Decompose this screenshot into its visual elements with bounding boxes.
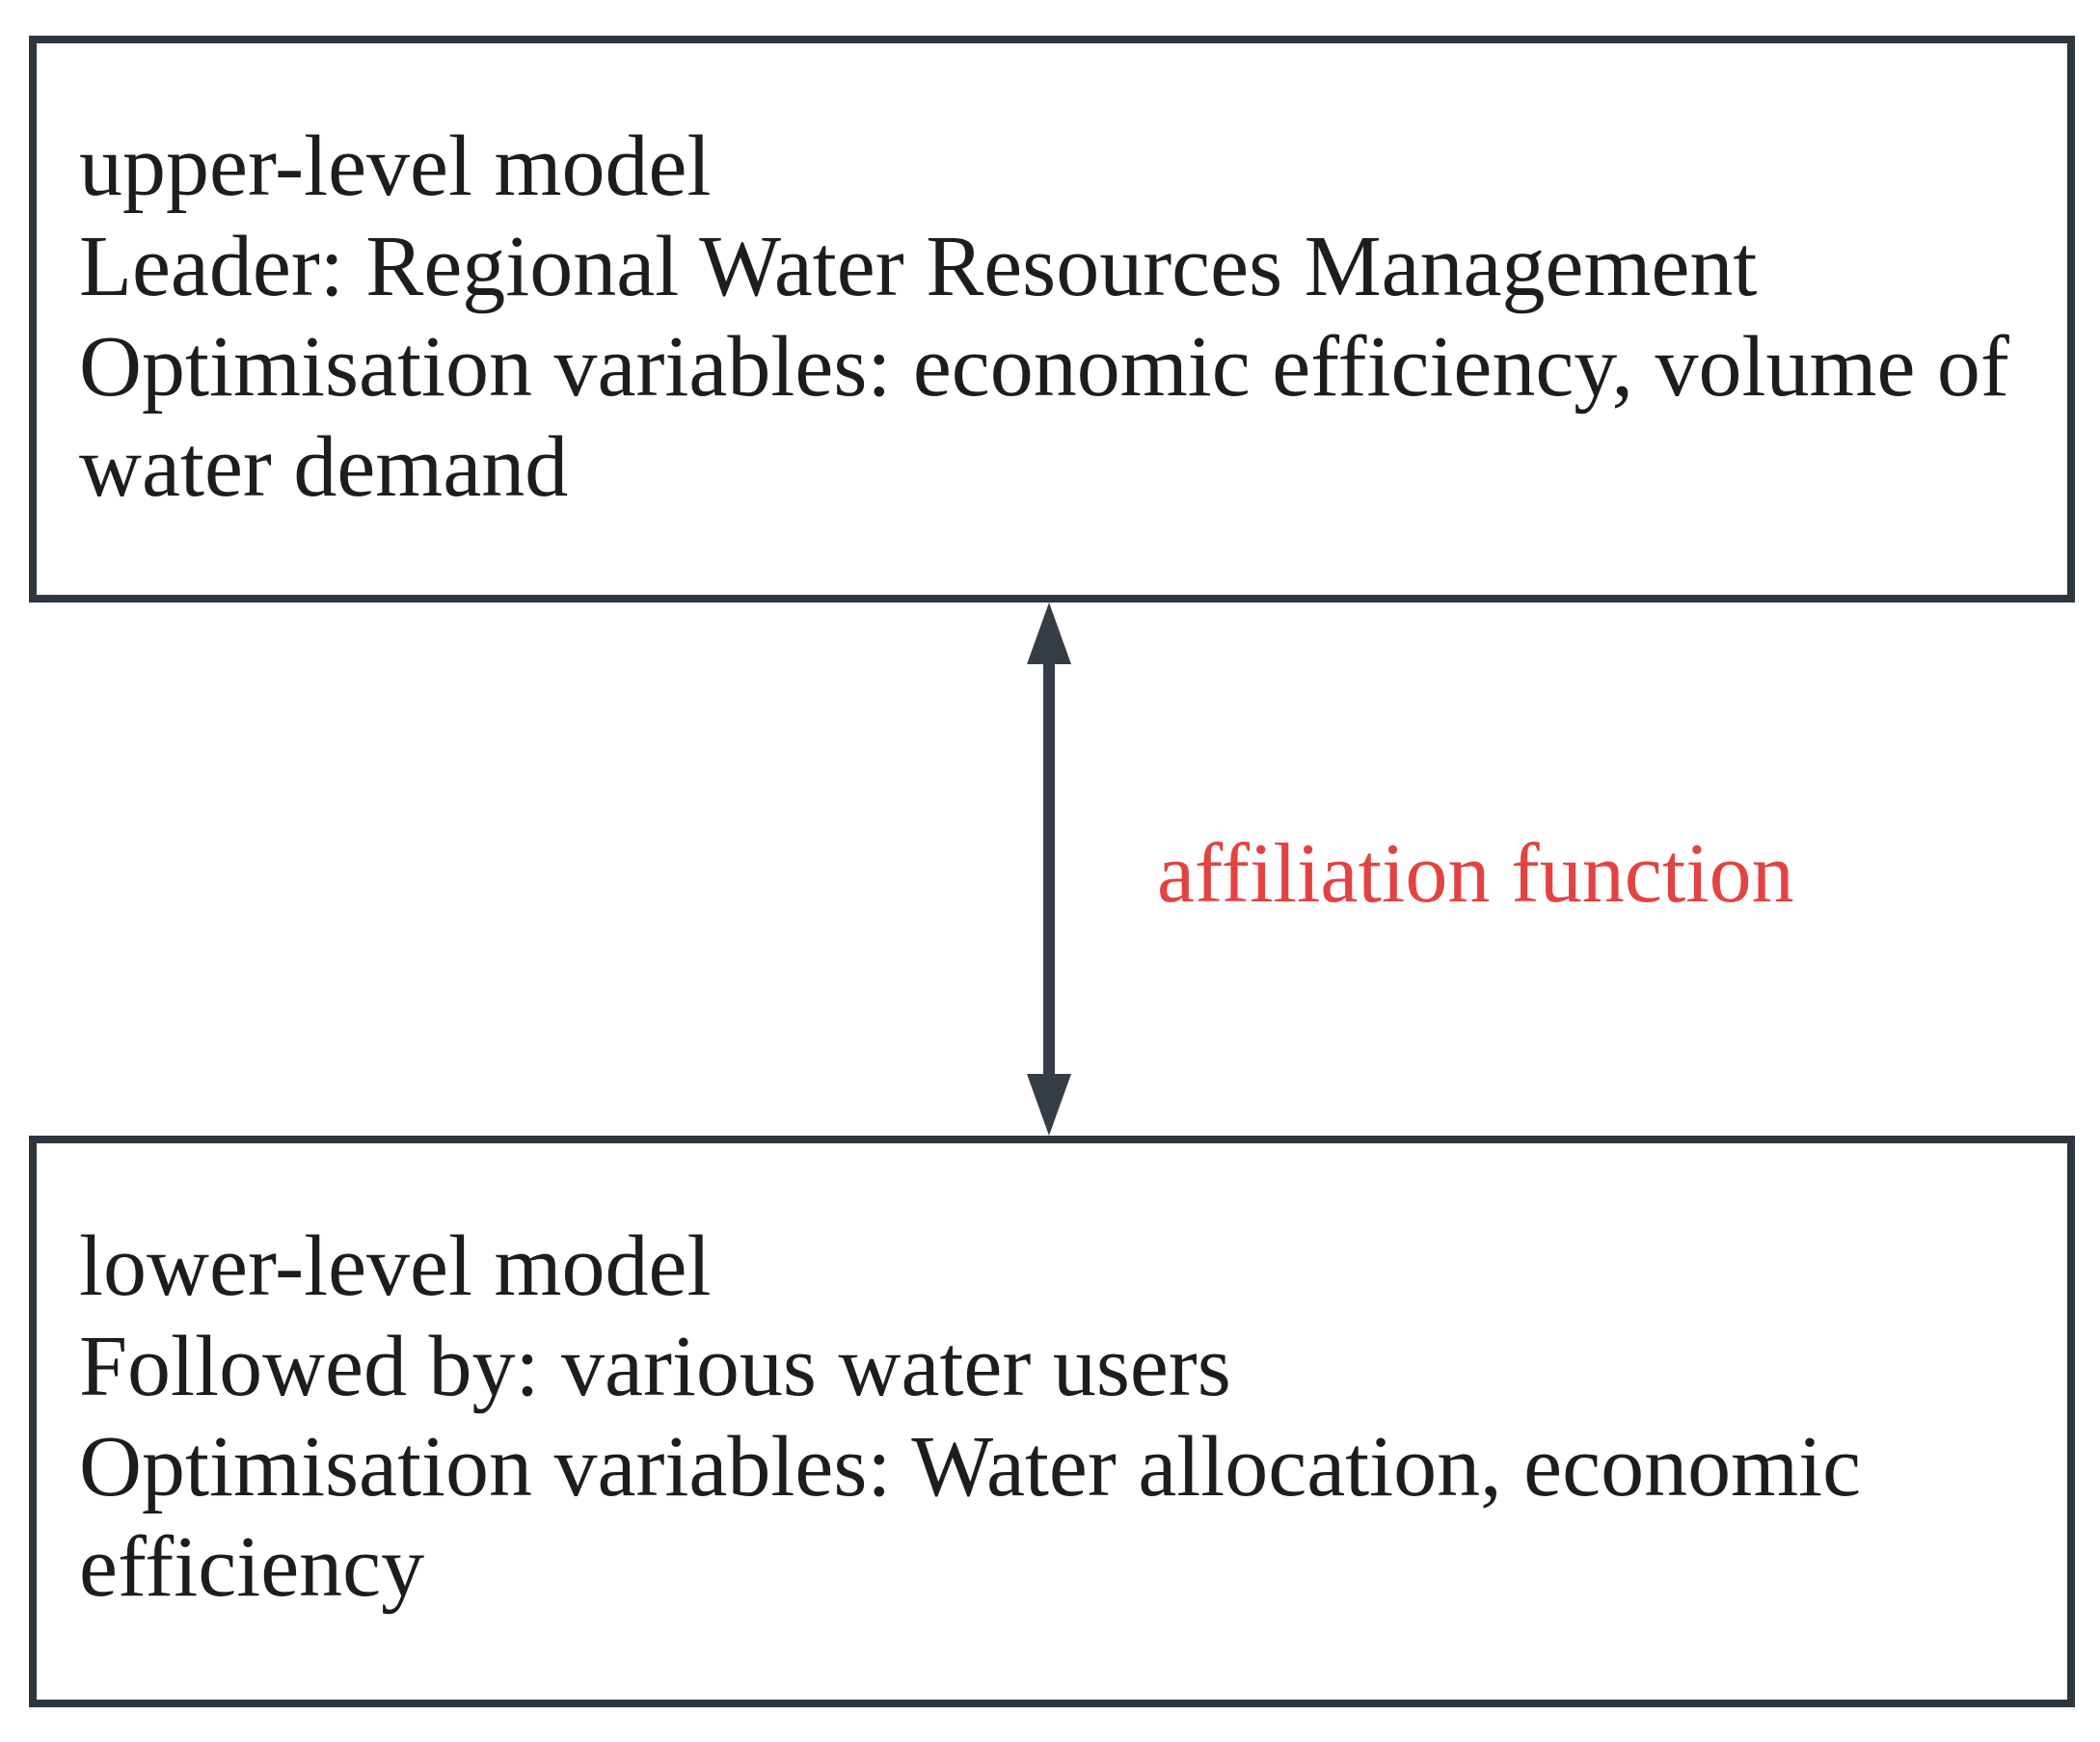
lower-box-variables-wrap-line: efficiency — [79, 1519, 425, 1615]
arrow-shaft — [1043, 653, 1055, 1085]
lower-box-variables-line: Optimisation variables: Water allocation… — [79, 1419, 1862, 1514]
upper-box-leader-line: Leader: Regional Water Resources Managem… — [79, 219, 1758, 314]
lower-level-model-box: lower-level model Followed by: various w… — [29, 1136, 2075, 1707]
lower-box-title-line: lower-level model — [79, 1219, 712, 1314]
upper-level-model-box: upper-level model Leader: Regional Water… — [29, 36, 2075, 603]
affiliation-arrow — [1026, 603, 1072, 1136]
upper-box-variables-line: Optimisation variables: economic efficie… — [79, 319, 2009, 415]
affiliation-function-label: affiliation function — [1157, 827, 1794, 921]
arrow-down-head-icon — [1027, 1074, 1071, 1136]
lower-box-follower-line: Followed by: various water users — [79, 1319, 1231, 1414]
upper-box-title-line: upper-level model — [79, 119, 712, 214]
upper-box-variables-wrap-line: water demand — [79, 419, 569, 515]
